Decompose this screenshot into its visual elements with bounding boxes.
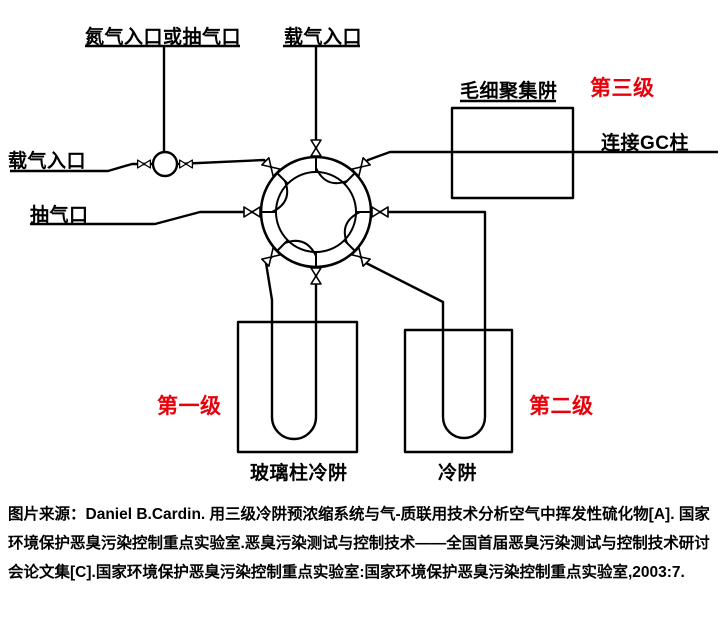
valve-port-icon <box>243 206 261 218</box>
valve-port-icon <box>371 206 389 218</box>
valve-diagram-svg <box>10 44 718 454</box>
valve-port-icon <box>351 247 371 267</box>
label-carrier-inlet-left: 载气入口 <box>8 151 87 172</box>
label-glass-trap: 玻璃柱冷阱 <box>250 463 348 484</box>
valve-port-icons <box>136 139 389 285</box>
valve-port-stubs <box>261 157 371 267</box>
valve-port-icon <box>310 267 322 285</box>
nitrogen-inlet-line <box>85 44 240 152</box>
valve-port-icon <box>178 159 194 169</box>
valve-port-icon <box>136 159 152 169</box>
carrier-top-line <box>283 44 360 157</box>
label-pump-port: 抽气口 <box>30 205 89 226</box>
caption: 图片来源：Daniel B.Cardin. 用三级冷阱预浓缩系统与气-质联用技术… <box>8 506 710 581</box>
label-nitrogen-inlet: 氮气入口或抽气口 <box>85 27 242 48</box>
rotor-channels <box>271 167 361 257</box>
valve-port-icon <box>310 139 322 157</box>
inlet-valve-body <box>151 150 179 178</box>
cold-trap-box <box>403 328 514 454</box>
label-stage-1: 第一级 <box>157 395 222 418</box>
valve-port-icon <box>261 247 281 267</box>
label-cold-trap: 冷阱 <box>438 463 478 484</box>
capillary-trap-box <box>450 106 575 200</box>
label-stage-2: 第二级 <box>529 395 594 418</box>
valve-port-icon <box>351 157 371 177</box>
trap1-u-tube <box>264 250 318 441</box>
label-carrier-inlet-top: 载气入口 <box>284 27 363 48</box>
label-gc-column: 连接GC柱 <box>601 133 690 154</box>
trap2-u-tube <box>354 210 487 440</box>
valve-port-icon <box>261 157 281 177</box>
gc-column-line <box>354 150 718 174</box>
label-capillary-trap: 毛细聚集阱 <box>460 81 558 102</box>
label-stage-3: 第三级 <box>590 77 655 100</box>
pump-port-line <box>30 210 261 226</box>
glass-trap-box <box>236 320 359 454</box>
